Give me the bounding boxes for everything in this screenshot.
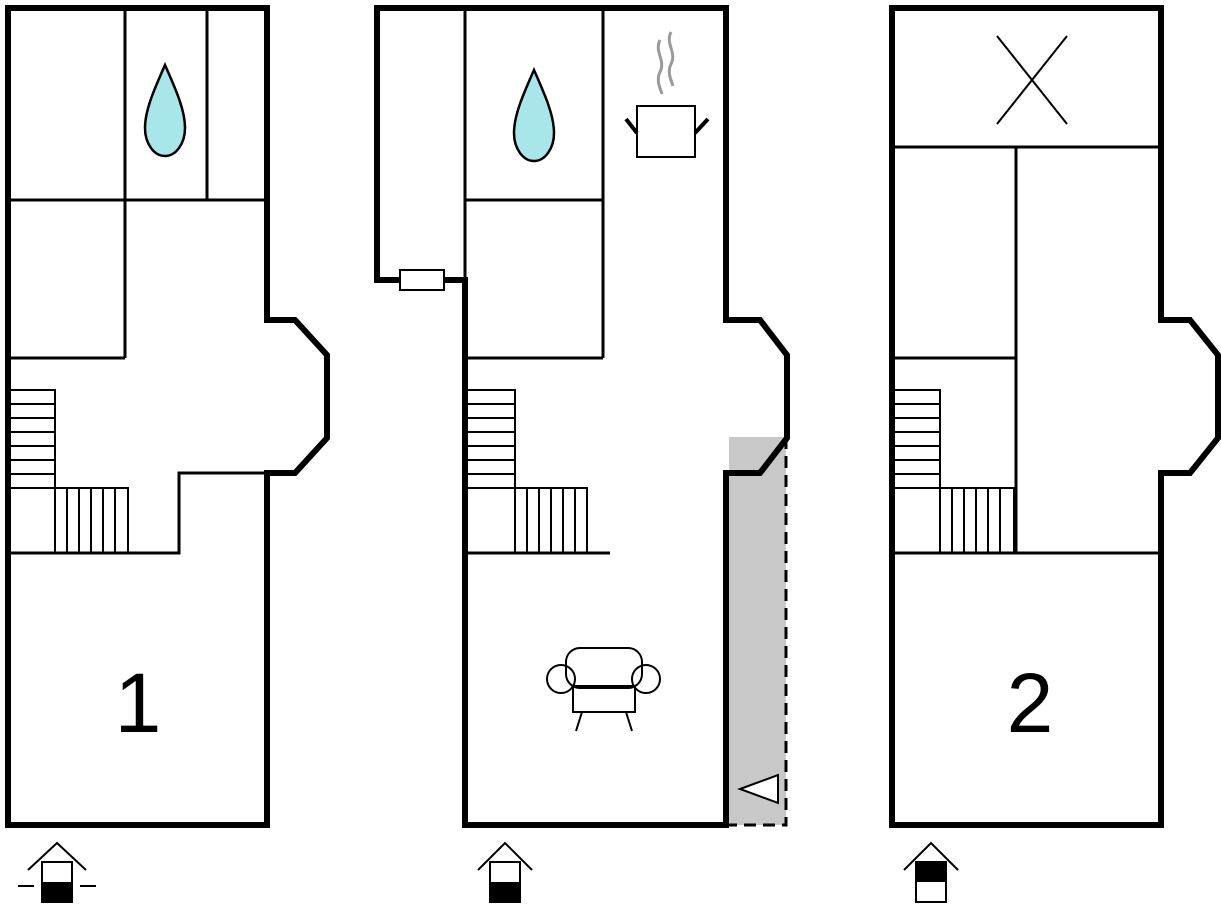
terrace-area [729,437,786,825]
outer-wall [889,5,1221,828]
floor-plan-level-1: 1 [5,5,330,903]
floor-plan-level-middle [374,5,790,903]
water-drop-icon [143,61,187,158]
interior-walls [892,145,1161,555]
water-drop-icon [512,66,556,163]
window [399,269,445,291]
terrace-boundary [729,437,788,827]
staircase [7,389,129,554]
room-number: 1 [115,656,162,750]
staircase [464,389,588,554]
armchair-icon [546,647,661,732]
staircase [891,389,1015,554]
room-number: 2 [1007,656,1054,750]
cooking-pot-icon [624,31,710,158]
floor-level-house-icon [18,841,96,903]
floor-plan-level-2: 2 [889,5,1221,903]
interior-walls [463,8,610,555]
cross-icon [996,35,1068,125]
terrace-direction-icon [737,773,779,805]
outer-wall [374,5,790,828]
floor-level-house-icon [903,841,959,903]
interior-walls [8,8,267,555]
outer-wall [5,5,330,828]
floor-level-house-icon [477,841,533,903]
